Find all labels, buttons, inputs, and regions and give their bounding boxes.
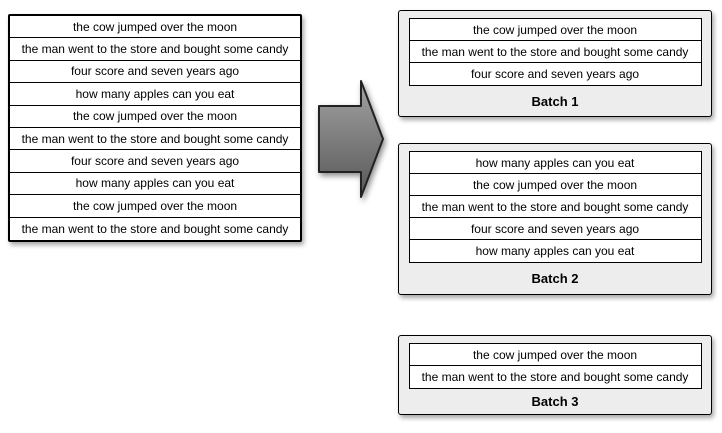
batch-box-1: the cow jumped over the moon the man wen… — [398, 10, 712, 117]
batch-box-2: how many apples can you eat the cow jump… — [398, 143, 712, 295]
source-sentence-row: four score and seven years ago — [10, 150, 300, 173]
batch-sentence-row: the cow jumped over the moon — [409, 344, 701, 366]
source-sentence-row: four score and seven years ago — [10, 61, 300, 84]
batch-1-sentence-table: the cow jumped over the moon the man wen… — [408, 18, 702, 86]
batch-sentence-row: how many apples can you eat — [409, 152, 701, 174]
batch-1-label: Batch 1 — [531, 93, 579, 109]
batch-sentence-row: the cow jumped over the moon — [409, 174, 701, 196]
batch-3-sentence-table: the cow jumped over the moon the man wen… — [408, 343, 702, 389]
batch-sentence-row: four score and seven years ago — [470, 67, 640, 81]
batch-2-sentence-table: how many apples can you eat the cow jump… — [408, 151, 702, 263]
batch-box-3: the cow jumped over the moon the man wen… — [398, 335, 712, 415]
batch-sentence-row: four score and seven years ago — [409, 218, 701, 240]
batch-sentence-row: the man went to the store and bought som… — [421, 370, 689, 384]
source-sentence-row: the man went to the store and bought som… — [21, 221, 289, 236]
right-block-arrow-icon — [312, 76, 392, 202]
source-sentence-row: how many apples can you eat — [10, 83, 300, 106]
batch-sentence-row: how many apples can you eat — [475, 244, 635, 258]
batch-sentence-row: the cow jumped over the moon — [409, 19, 701, 41]
source-sentence-row: the man went to the store and bought som… — [10, 128, 300, 151]
batch-sentence-row: the man went to the store and bought som… — [409, 196, 701, 218]
batch-2-label: Batch 2 — [531, 271, 579, 286]
source-sentence-row: the cow jumped over the moon — [10, 106, 300, 128]
batch-sentence-row: the man went to the store and bought som… — [409, 41, 701, 63]
source-sentence-row: the man went to the store and bought som… — [10, 38, 300, 61]
source-sentence-row: the cow jumped over the moon — [10, 195, 300, 218]
source-sentence-list: the cow jumped over the moon the man wen… — [8, 14, 302, 242]
source-sentence-row: the cow jumped over the moon — [10, 16, 300, 39]
source-sentence-row: how many apples can you eat — [10, 173, 300, 196]
batch-3-label: Batch 3 — [531, 394, 579, 409]
